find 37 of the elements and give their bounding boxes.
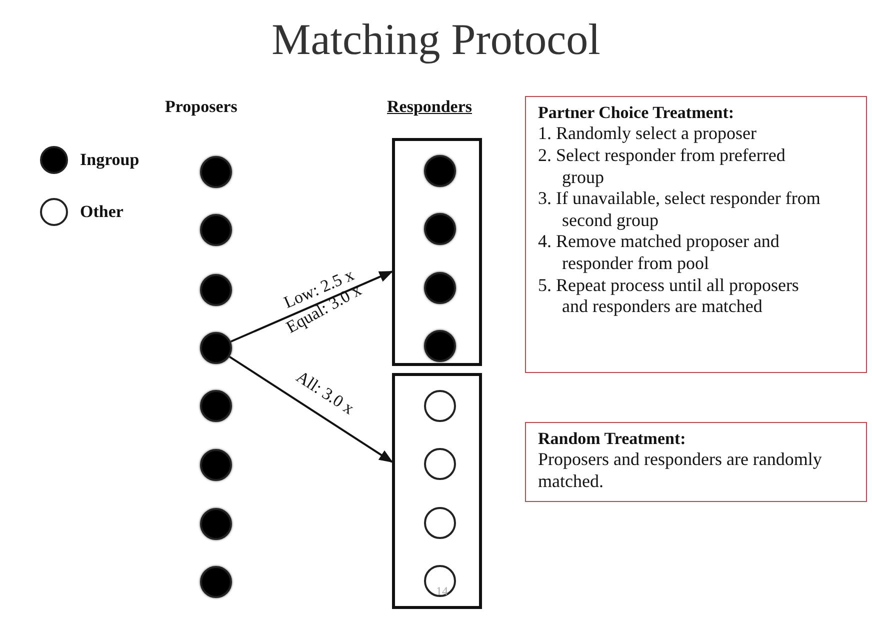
column-heading: Responders [387,97,472,117]
page-number: 14 [436,584,448,599]
filled-circle [200,274,232,306]
list-item: 2. Select responder from preferred group [538,144,786,188]
filled-circle [200,508,232,540]
panel-text: Proposers and responders are randomly matched. [538,449,823,493]
filled-circle [200,566,232,598]
filled-circle [200,332,232,364]
legend-text: Ingroup [80,150,140,170]
group-frame [392,138,482,366]
treatment-panel [525,96,867,373]
group-frame [392,373,482,609]
arrow [228,356,394,463]
filled-circle [200,214,232,246]
title: Matching Protocol [270,14,602,65]
list-item: 4. Remove matched proposer and responder from pool [538,231,780,275]
list-item: 1. Randomly select a proposer [538,123,758,145]
filled-circle [200,449,232,481]
edge-label: All: 3.0 x [292,367,358,420]
hollow-circle [424,507,456,539]
filled-circle [424,155,456,187]
column-heading: Proposers [165,97,238,117]
panel-heading: Partner Choice Treatment: [538,103,736,124]
treatment-panel [525,422,867,502]
list-item: 5. Repeat process until all proposers and responders are matched [538,274,800,318]
legend-text: Other [80,202,124,222]
filled-circle [424,330,456,362]
filled-circle [424,213,456,245]
filled-circle [424,272,456,304]
filled-circle [200,156,232,188]
arrow [230,270,394,343]
panel-heading: Random Treatment: [538,429,687,450]
hollow-circle [424,390,456,422]
filled-circle [200,390,232,422]
list-item: 3. If unavailable, select responder from second group [538,188,822,232]
hollow-circle [424,448,456,480]
hollow-circle [424,565,456,597]
